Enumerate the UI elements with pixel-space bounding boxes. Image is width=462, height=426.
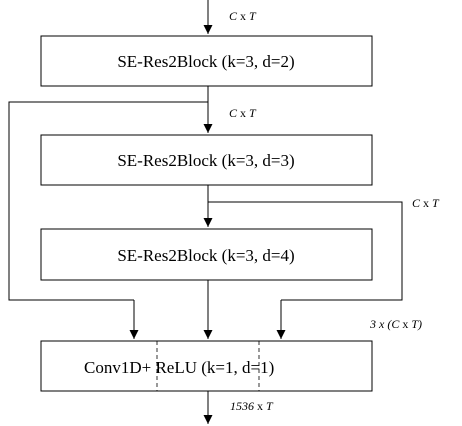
input-dim-x: x (237, 9, 249, 23)
concat-dim-x: x (399, 317, 411, 331)
block2-dim-x: x (420, 196, 432, 210)
conv1d-relu-block (40, 340, 373, 392)
se-res2block-3-label: SE-Res2Block (k=3, d=4) (117, 246, 294, 265)
block2-dim-t: T (432, 196, 440, 210)
right-skip-connection (208, 201, 403, 301)
conv-label-part3: =1, d=1) (215, 358, 274, 377)
se-res2block-2 (40, 134, 373, 186)
input-dim-t: T (249, 9, 257, 23)
left-skip-connection (8, 101, 208, 301)
se-res2block-1-label: SE-Res2Block (k=3, d=2) (117, 52, 294, 71)
conv-label-part2: + ReLU (k (142, 358, 216, 377)
conv-label-part1: Conv1D (84, 358, 142, 377)
concat-dim-c: C (391, 317, 400, 331)
input-dim-c: C (229, 9, 238, 23)
output-dim-t: T (266, 399, 274, 413)
se-res2block-2-label: SE-Res2Block (k=3, d=3) (117, 151, 294, 170)
output-dim-x: x (254, 399, 266, 413)
concat-dim-t: T (411, 317, 419, 331)
output-dim-label: 1536 x T (230, 399, 274, 413)
se-res2block-1 (40, 35, 373, 87)
input-dim-label: C x T (229, 9, 257, 23)
block1-dim-x: x (237, 106, 249, 120)
se-res2block-3 (40, 228, 373, 281)
conv1d-relu-label: Conv1D+ ReLU (k=1, d=1) (84, 358, 274, 377)
block1-dim-c: C (229, 106, 238, 120)
output-dim-n: 1536 (230, 399, 254, 413)
concat-dim-post: ) (417, 317, 422, 331)
block1-output-dim-label: C x T (229, 106, 257, 120)
concat-dim-pre: 3 x ( (369, 317, 392, 331)
block2-output-dim-label: C x T (412, 196, 440, 210)
block2-dim-c: C (412, 196, 421, 210)
concat-dim-label: 3 x (C x T) (369, 317, 422, 331)
block1-dim-t: T (249, 106, 257, 120)
